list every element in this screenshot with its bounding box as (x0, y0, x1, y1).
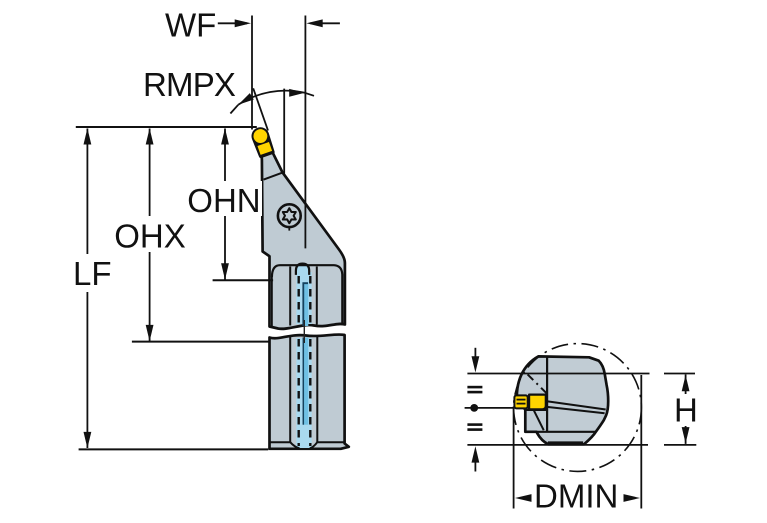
svg-text:OHX: OHX (114, 218, 186, 255)
svg-text:RMPX: RMPX (143, 66, 236, 103)
svg-text:WF: WF (165, 7, 216, 44)
svg-text:DMIN: DMIN (534, 478, 618, 515)
svg-text:H: H (674, 392, 698, 429)
svg-text:OHN: OHN (187, 182, 260, 219)
svg-text:LF: LF (73, 255, 112, 292)
